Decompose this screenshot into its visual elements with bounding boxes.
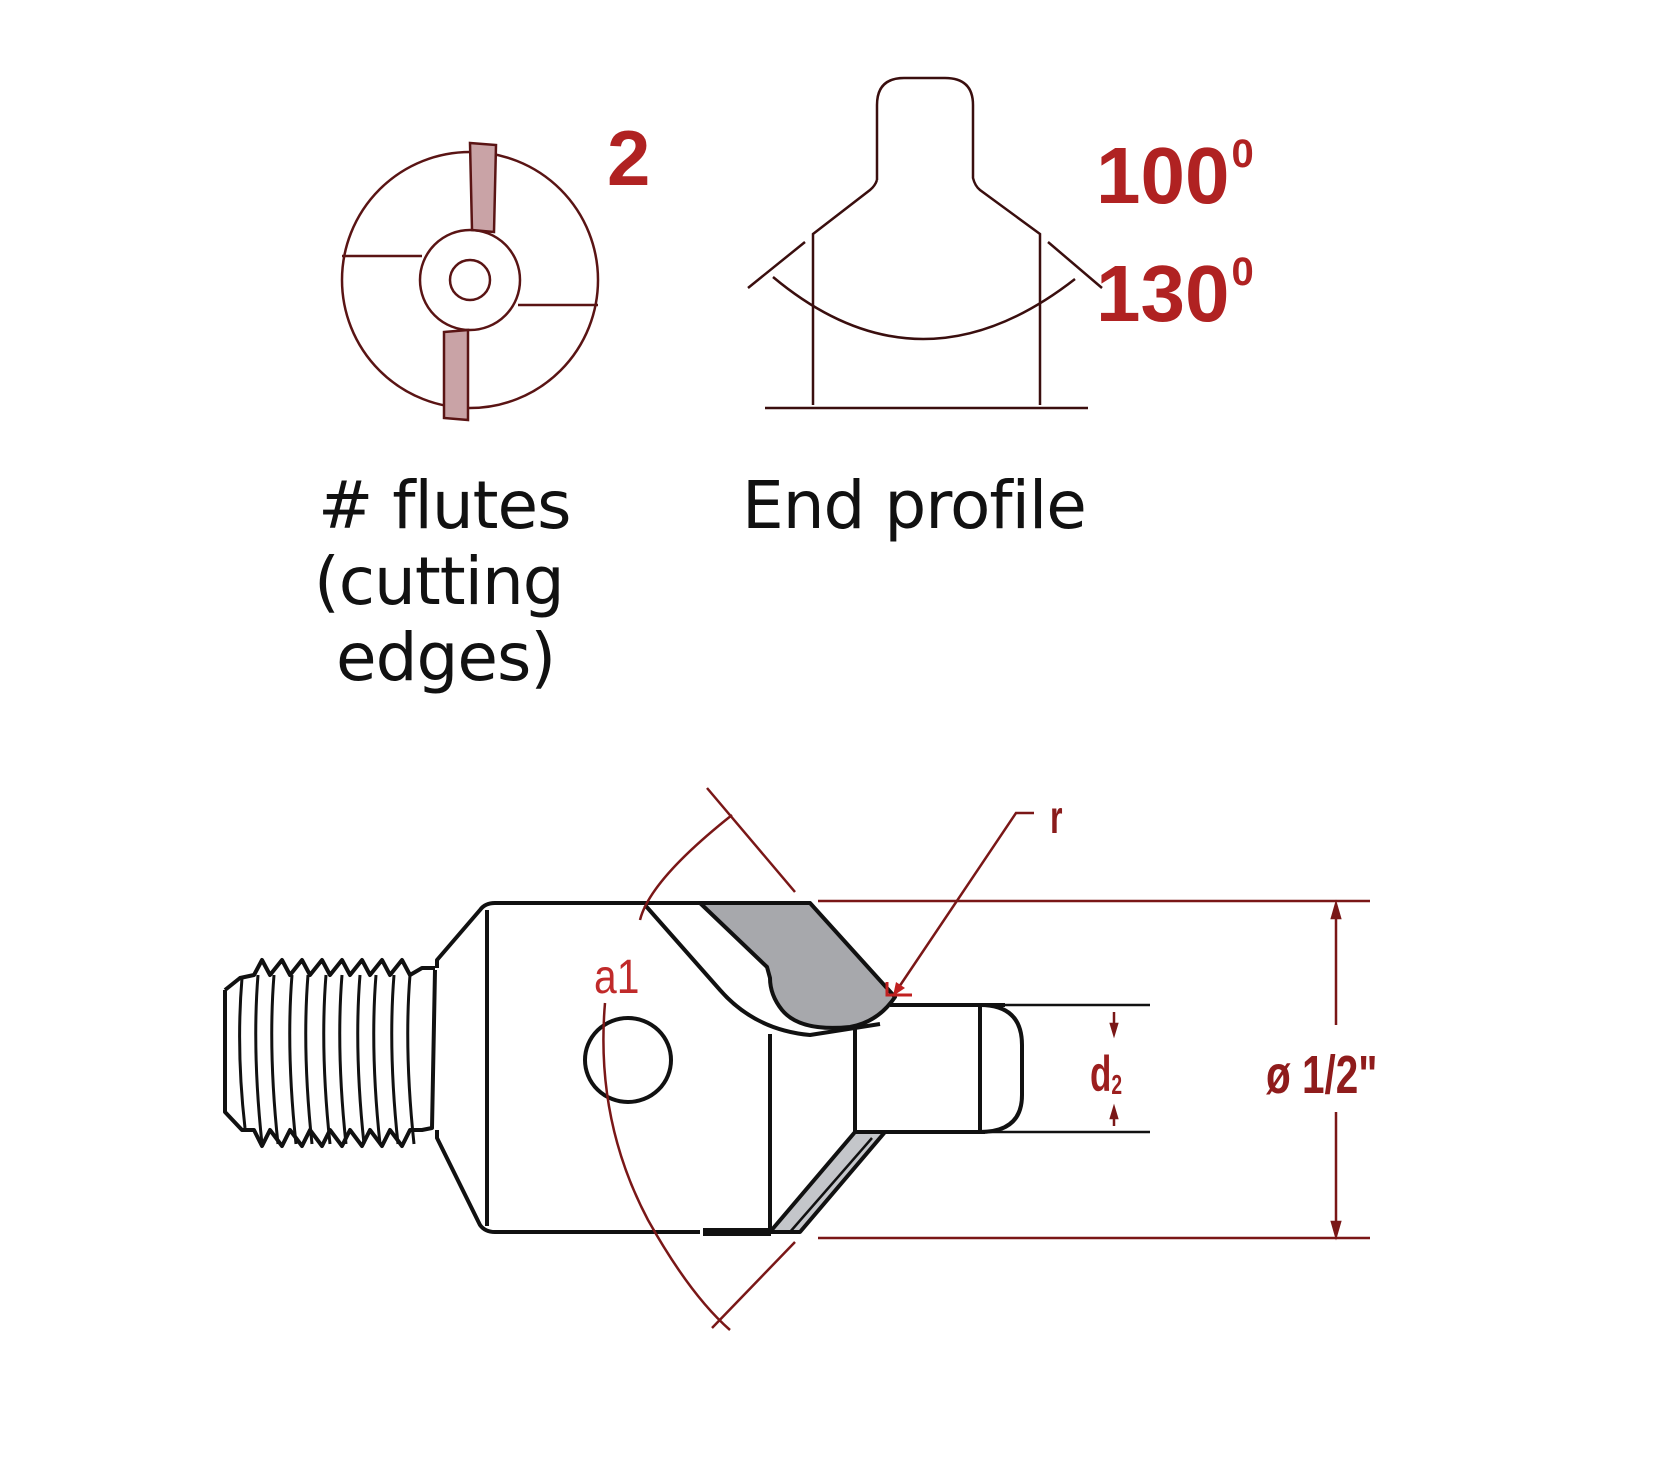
angle-130-value: 130 bbox=[1096, 249, 1230, 338]
degree-mark: 0 bbox=[1231, 132, 1254, 176]
angle-130: 1300 bbox=[1096, 230, 1254, 336]
angle-100: 1000 bbox=[1096, 112, 1254, 218]
threaded-shank-icon bbox=[223, 958, 437, 1148]
degree-mark: 0 bbox=[1231, 250, 1254, 294]
end-profile-icon bbox=[747, 76, 1103, 410]
dimension-lines bbox=[602, 787, 1370, 1331]
flutes-caption: # flutes (cutting edges) bbox=[314, 467, 572, 696]
cutting-insert-bottom-icon bbox=[703, 1130, 887, 1236]
pilot-diameter-subscript: 2 bbox=[1111, 1068, 1123, 1100]
flutes-caption-line-2: (cutting bbox=[314, 543, 565, 620]
end-profile-caption: End profile bbox=[742, 467, 1087, 544]
diameter-label: ø 1/2" bbox=[1266, 1045, 1378, 1105]
tool-body-icon bbox=[435, 901, 1024, 1234]
angle-100-value: 100 bbox=[1096, 131, 1230, 220]
flute-count: 2 bbox=[607, 114, 651, 202]
cutting-insert-top-icon bbox=[698, 901, 897, 1030]
flutes-caption-line-1: # flutes bbox=[318, 467, 572, 544]
angle-a1-label: a1 bbox=[594, 951, 640, 1004]
pilot-diameter-label: d2 bbox=[1090, 1045, 1122, 1103]
pilot-diameter-symbol: d bbox=[1090, 1046, 1112, 1102]
flutes-end-view-icon bbox=[340, 141, 600, 422]
radius-label: r bbox=[1050, 791, 1063, 843]
flutes-caption-line-3: edges) bbox=[336, 619, 556, 696]
